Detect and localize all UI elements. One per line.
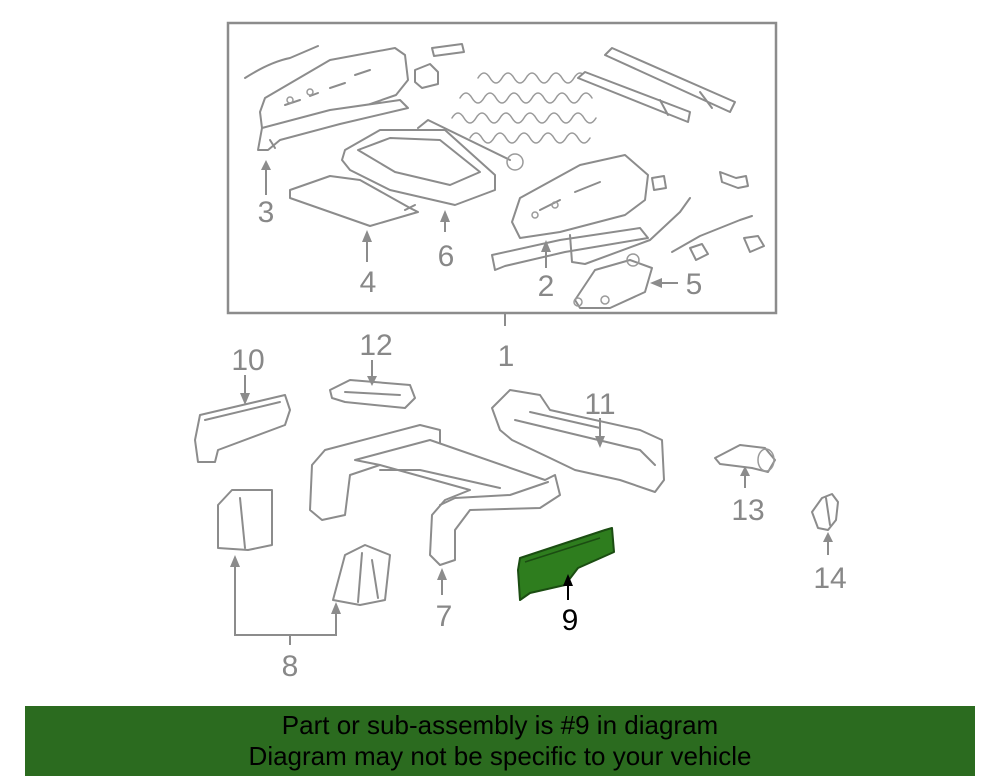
- part-10-side-cover[interactable]: [194, 394, 291, 463]
- part-9-highlighted[interactable]: [517, 527, 615, 601]
- part-3-left-track[interactable]: [257, 47, 409, 151]
- callout-3-label: 3: [258, 196, 275, 229]
- part-4-wire-frame[interactable]: [289, 175, 419, 227]
- parts-diagram: 3 6 4: [194, 21, 847, 683]
- callout-4: 4: [360, 230, 377, 299]
- callout-14: 14: [813, 532, 847, 595]
- bolts-and-cables: [569, 171, 765, 265]
- callout-6-label: 6: [438, 240, 455, 273]
- part-14-cap[interactable]: [811, 493, 839, 531]
- callout-11: 11: [584, 388, 616, 448]
- callout-9-label: 9: [562, 604, 579, 637]
- callout-9: 9: [562, 574, 579, 637]
- callout-7: 7: [436, 568, 453, 633]
- callout-10: 10: [231, 344, 265, 405]
- callout-5: 5: [650, 268, 702, 301]
- callout-14-label: 14: [813, 562, 846, 595]
- part-2-right-track[interactable]: [491, 154, 649, 271]
- part-7-seat-frame[interactable]: [309, 424, 561, 566]
- part-8-cover-front[interactable]: [217, 489, 273, 551]
- inset-box-assembly-1: [226, 21, 778, 315]
- part-12-bracket[interactable]: [329, 379, 416, 409]
- callout-13: 13: [731, 466, 765, 527]
- part-8-cover-rear[interactable]: [332, 544, 391, 606]
- top-rails: [577, 47, 736, 123]
- adjust-rod: [417, 119, 524, 171]
- part-6-seat-pan[interactable]: [341, 129, 496, 206]
- part-5-recliner[interactable]: [573, 253, 653, 309]
- callout-8-label: 8: [282, 650, 299, 683]
- small-clips: [414, 43, 465, 89]
- info-banner: Part or sub-assembly is #9 in diagram Di…: [25, 706, 975, 776]
- callout-4-label: 4: [360, 266, 377, 299]
- part-13-lever[interactable]: [714, 444, 776, 473]
- callout-2-label: 2: [538, 270, 555, 303]
- callout-1: 1: [498, 313, 515, 373]
- callout-12: 12: [359, 329, 393, 386]
- callout-12-label: 12: [359, 329, 392, 362]
- callout-1-label: 1: [498, 340, 515, 373]
- part-11-rail[interactable]: [491, 389, 665, 493]
- seat-springs: [451, 72, 597, 144]
- banner-line-1: Part or sub-assembly is #9 in diagram: [281, 710, 719, 740]
- callout-10-label: 10: [231, 344, 264, 377]
- callout-5-label: 5: [686, 268, 703, 301]
- banner-line-2: Diagram may not be specific to your vehi…: [248, 741, 752, 771]
- callout-8: 8: [230, 555, 341, 683]
- callout-2: 2: [538, 240, 555, 303]
- callout-11-label: 11: [584, 388, 615, 421]
- callout-13-label: 13: [731, 494, 764, 527]
- callout-6: 6: [438, 210, 455, 273]
- part-3-cable: [244, 45, 319, 79]
- callout-3: 3: [258, 160, 275, 229]
- callout-7-label: 7: [436, 600, 453, 633]
